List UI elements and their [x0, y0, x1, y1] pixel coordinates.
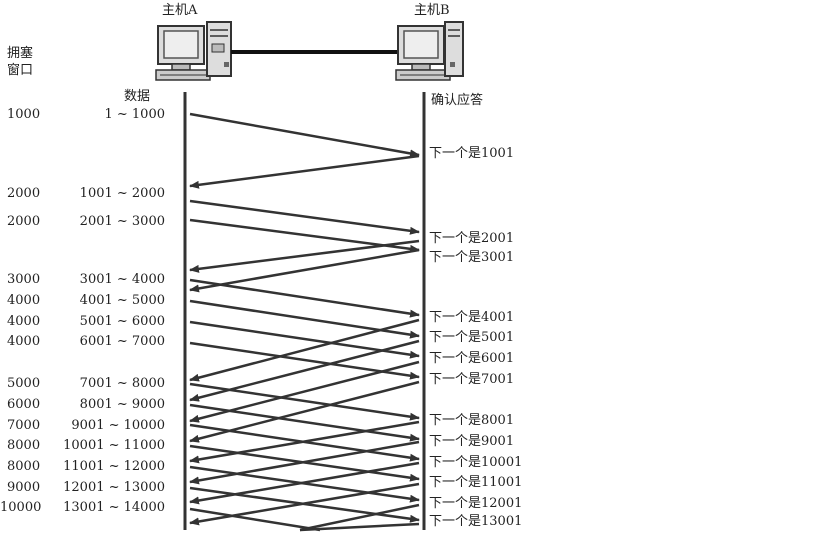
ack-arrow	[189, 318, 420, 382]
ack-label: 下一个是12001	[429, 496, 523, 511]
data-range: 5001 ~ 6000	[79, 314, 165, 329]
cwnd-value: 1000	[7, 107, 41, 122]
ack-header: 确认应答	[431, 93, 484, 108]
ack-arrow	[189, 248, 420, 293]
data-segment-arrow	[189, 199, 420, 235]
data-range: 4001 ~ 5000	[79, 293, 165, 308]
cwnd-value: 4000	[7, 293, 41, 308]
ack-label: 下一个是1001	[429, 146, 515, 161]
ack-arrow	[299, 503, 420, 532]
data-segment-arrow	[189, 112, 420, 158]
cwnd-value: 4000	[7, 334, 41, 349]
cwnd-value: 10000	[0, 500, 42, 515]
ack-label: 下一个是5001	[429, 330, 515, 345]
cwnd-value: 2000	[7, 186, 41, 201]
ack-label: 下一个是6001	[429, 351, 515, 366]
cwnd-value: 3000	[7, 272, 41, 287]
cwnd-value: 7000	[7, 418, 41, 433]
ack-arrow	[189, 380, 420, 443]
cwnd-value: 2000	[7, 214, 41, 229]
computer-a-icon	[155, 21, 232, 81]
data-range: 1001 ~ 2000	[79, 186, 165, 201]
data-segment-arrow	[189, 403, 420, 442]
data-segment-arrow	[189, 278, 420, 318]
cwnd-value: 4000	[7, 314, 41, 329]
data-range: 9001 ~ 10000	[71, 418, 165, 433]
cwnd-value: 6000	[7, 397, 41, 412]
ack-arrow	[189, 461, 420, 505]
data-range: 11001 ~ 12000	[63, 459, 165, 474]
ack-label: 下一个是2001	[429, 231, 515, 246]
data-range: 13001 ~ 14000	[63, 500, 165, 515]
ack-arrow	[299, 522, 420, 532]
cwnd-value: 5000	[7, 376, 41, 391]
ack-arrow	[189, 420, 420, 464]
data-range: 8001 ~ 9000	[79, 397, 165, 412]
data-segment-arrow	[189, 299, 420, 339]
ack-label: 下一个是11001	[429, 475, 523, 490]
ack-label: 下一个是13001	[429, 514, 523, 529]
cwnd-value: 8000	[7, 459, 41, 474]
data-range: 12001 ~ 13000	[63, 480, 165, 495]
computer-b-icon	[395, 21, 464, 81]
ack-arrow	[189, 339, 420, 402]
data-segment-arrow	[189, 507, 321, 532]
ack-label: 下一个是10001	[429, 455, 523, 470]
ack-arrow	[189, 154, 420, 189]
data-range: 2001 ~ 3000	[79, 214, 165, 229]
ack-arrow	[189, 440, 420, 485]
host-b-label: 主机B	[414, 3, 450, 18]
ack-label: 下一个是8001	[429, 413, 515, 428]
cwnd-header-line2: 窗口	[7, 63, 34, 78]
data-range: 10001 ~ 11000	[63, 438, 165, 453]
data-range: 7001 ~ 8000	[79, 376, 165, 391]
ack-arrow	[189, 239, 420, 273]
cwnd-value: 8000	[7, 438, 41, 453]
data-range: 1 ~ 1000	[104, 107, 165, 122]
cwnd-header-line1: 拥塞	[7, 46, 34, 61]
ack-label: 下一个是7001	[429, 372, 515, 387]
ack-arrow	[189, 360, 420, 423]
ack-label: 下一个是4001	[429, 310, 515, 325]
cwnd-value: 9000	[7, 480, 41, 495]
ack-label: 下一个是3001	[429, 250, 515, 265]
ack-arrow	[189, 482, 420, 526]
host-a-label: 主机A	[162, 3, 198, 18]
data-range: 6001 ~ 7000	[79, 334, 165, 349]
ack-label: 下一个是9001	[429, 434, 515, 449]
data-header: 数据	[124, 89, 151, 104]
data-range: 3001 ~ 4000	[79, 272, 165, 287]
